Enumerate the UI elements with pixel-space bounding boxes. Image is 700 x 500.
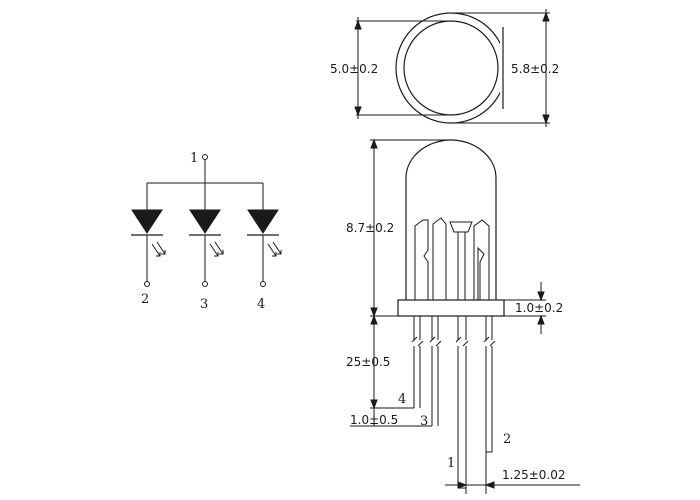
flange	[397, 299, 505, 317]
lens-diameter-dim: 5.0±0.2	[330, 62, 378, 76]
light-emission-arrows-icon	[267, 241, 282, 257]
pin-3-terminal	[202, 281, 208, 287]
pin-2-label: 2	[141, 292, 149, 307]
pin-1-terminal	[202, 154, 208, 160]
lead-length-dim: 25±0.5	[346, 355, 390, 369]
pin-3-label: 3	[200, 297, 208, 312]
led-left-symbol: 2	[131, 183, 166, 307]
diode-triangle	[189, 209, 221, 234]
diode-triangle	[131, 209, 163, 234]
lead-pitch-dim: 1.25±0.02	[502, 468, 566, 482]
side-view: 4 3 1 2 8.7±0.2 1.0±0.2 25±0.5 1.0±0.5	[346, 138, 580, 494]
lens-outline	[403, 20, 499, 116]
diode-triangle	[247, 209, 279, 234]
pin-4-terminal	[260, 281, 266, 287]
flange-diameter-dim: 5.8±0.2	[511, 62, 559, 76]
lead-3-label: 3	[420, 414, 428, 429]
pin-1-label: 1	[190, 151, 198, 166]
lead-1-label: 1	[447, 456, 455, 471]
led-right-symbol: 4	[247, 183, 282, 312]
led-middle-symbol: 3	[189, 183, 224, 312]
lead-4-label: 4	[398, 392, 406, 407]
lead-offset-dim: 1.0±0.5	[350, 413, 398, 427]
lead-2-label: 2	[503, 432, 511, 447]
led-schematic: 1 2	[131, 151, 282, 312]
pin-4-label: 4	[257, 297, 265, 312]
flange-outline	[395, 12, 507, 124]
pin-2-terminal	[144, 281, 150, 287]
top-view: 5.0±0.2 5.8±0.2	[330, 9, 559, 127]
light-emission-arrows-icon	[209, 241, 224, 257]
flange-thickness-dim: 1.0±0.2	[515, 301, 563, 315]
internal-lead-frames	[414, 217, 490, 300]
body-height-dim: 8.7±0.2	[346, 221, 394, 235]
light-emission-arrows-icon	[151, 241, 166, 257]
